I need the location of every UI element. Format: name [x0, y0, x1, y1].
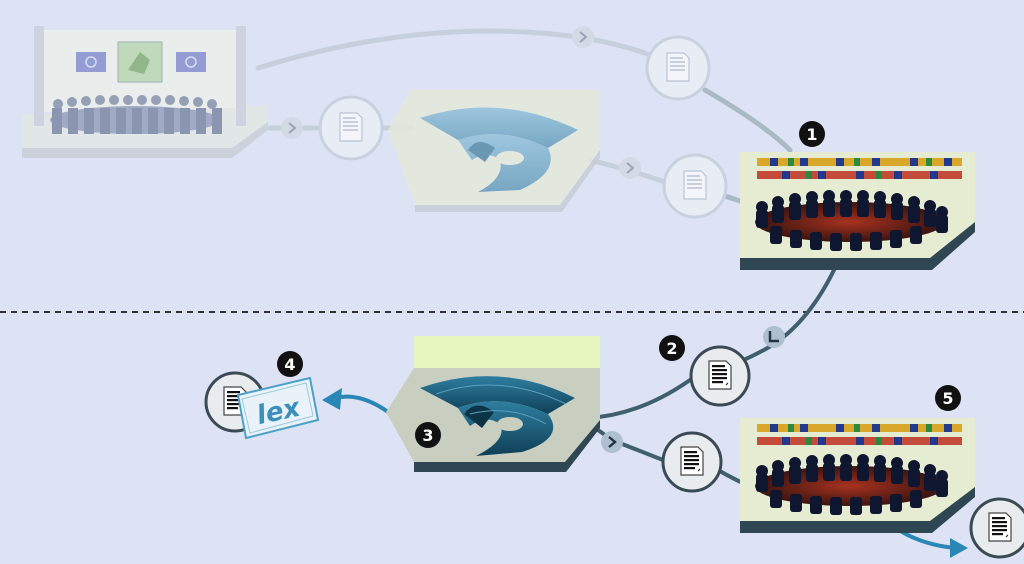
chevron-right-icon [619, 157, 641, 179]
eu-flags-icon [757, 424, 962, 445]
corner-icon [763, 326, 785, 348]
step-badge-4: 4 [277, 351, 303, 377]
svg-text:3: 3 [422, 426, 433, 445]
hemicycle-icon [388, 90, 600, 212]
arrow-to-lex [333, 394, 390, 414]
document-icon [318, 95, 384, 161]
step-badge-1: 1 [799, 121, 825, 147]
hemicycle-icon [386, 336, 600, 472]
arrow-to-final [900, 530, 957, 550]
svg-text:1: 1 [806, 125, 817, 144]
eu-flag-left [76, 52, 106, 72]
step-badge-3: 3 [415, 422, 441, 448]
svg-text:2: 2 [666, 339, 677, 358]
eu-flag-right [176, 52, 206, 72]
europe-map [117, 41, 163, 83]
eu-flags-icon [757, 158, 962, 179]
commission-room-icon [22, 26, 268, 158]
svg-text:5: 5 [942, 389, 953, 408]
arrow-to-lex-head [322, 388, 342, 410]
chevron-right-icon [601, 431, 623, 453]
document-icon [969, 497, 1024, 559]
chevron-right-icon [281, 117, 303, 139]
step-badge-5: 5 [935, 385, 961, 411]
chevron-right-icon [572, 26, 594, 48]
document-icon [645, 35, 711, 101]
svg-text:4: 4 [284, 355, 295, 374]
document-icon [689, 345, 751, 407]
lex-logo: lex [236, 376, 320, 440]
arrow-to-final-head [950, 538, 968, 558]
council-table-icon [740, 418, 975, 533]
document-icon [662, 153, 728, 219]
step-badge-2: 2 [659, 335, 685, 361]
document-icon [661, 431, 723, 493]
council-table-icon [740, 152, 975, 270]
